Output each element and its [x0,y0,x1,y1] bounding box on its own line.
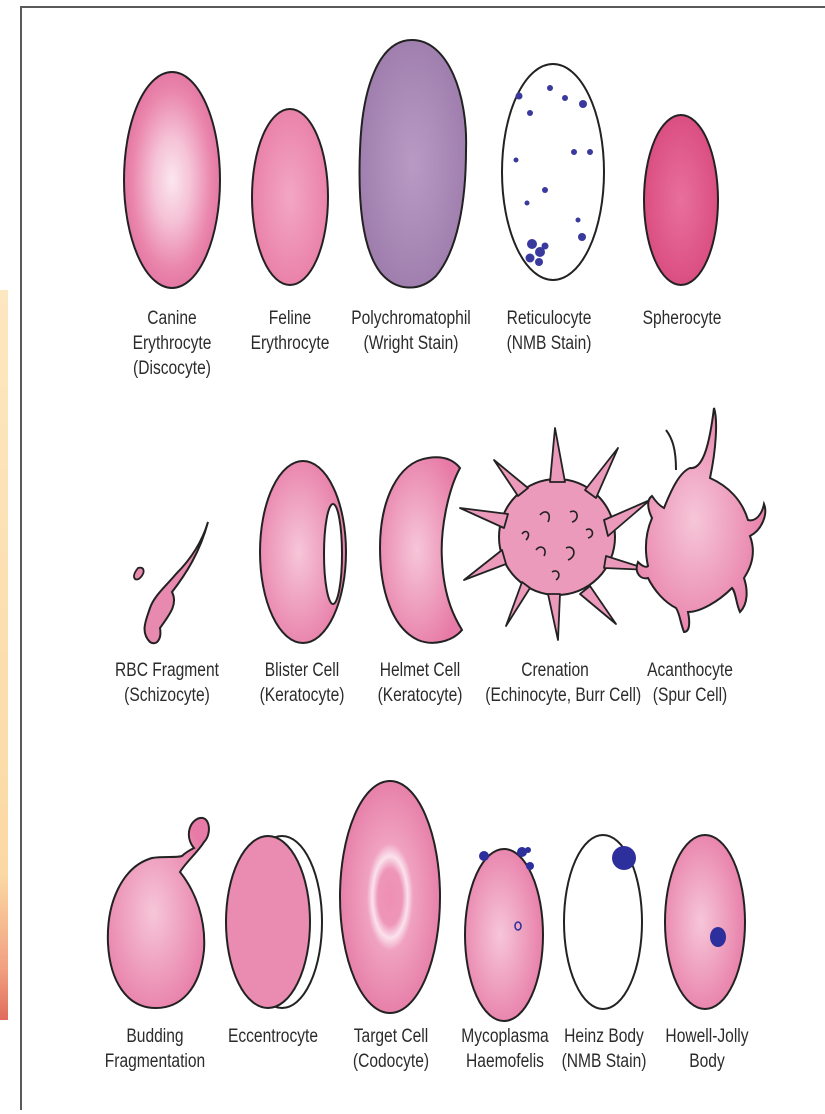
crenation-cell [460,428,650,640]
target-cell [340,781,440,1013]
label-feline-erythrocyte: FelineErythrocyte [220,306,359,356]
feline-erythrocyte-cell [252,109,328,285]
label-spherocyte: Spherocyte [612,306,751,331]
polychromatophil-cell [360,40,467,288]
mycoplasma-haemofelis-cell [465,847,543,1021]
spherocyte-cell [644,115,718,285]
label-acanthocyte: Acanthocyte(Spur Cell) [620,658,759,708]
budding-fragmentation-cell [108,818,209,1008]
label-reticulocyte: Reticulocyte(NMB Stain) [479,306,618,356]
eccentrocyte-cell [226,836,322,1008]
canine-erythrocyte-cell [124,72,220,288]
reticulocyte-cell [502,64,604,280]
heinz-body-cell [564,835,642,1009]
label-polychromatophil: Polychromatophil(Wright Stain) [341,306,480,356]
acanthocyte-cell [637,408,766,632]
blister-cell [260,461,346,643]
label-crenation: Crenation(Echinocyte, Burr Cell) [485,658,624,708]
rbc-fragment-cell [134,522,208,643]
label-howell-jolly-body: Howell-JollyBody [637,1024,776,1074]
helmet-cell [380,457,462,642]
label-rbc-fragment: RBC Fragment(Schizocyte) [97,658,236,708]
label-helmet-cell: Helmet Cell(Keratocyte) [350,658,489,708]
howell-jolly-body-cell [665,835,745,1009]
